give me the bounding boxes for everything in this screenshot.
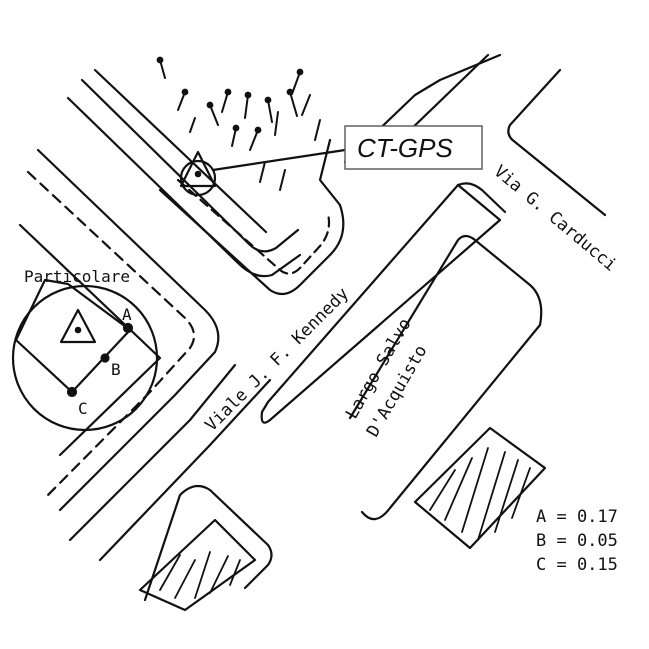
detail-title: Particolare [24, 267, 130, 286]
measurement-c: C = 0.15 [536, 555, 618, 575]
building-bottom-right [413, 426, 547, 550]
building-bottom-left [138, 484, 273, 612]
callout-leader-line [211, 148, 347, 172]
callout-label: CT-GPS [357, 133, 453, 163]
road-left [18, 148, 272, 562]
block-largo [348, 234, 543, 521]
point-label-a: A [122, 305, 132, 324]
measurement-a: A = 0.17 [536, 507, 618, 527]
survey-triangle-icon [179, 150, 217, 197]
island-kennedy [260, 182, 507, 424]
measurement-b: B = 0.05 [536, 531, 618, 551]
vegetation [156, 56, 321, 191]
detail-inset [11, 278, 159, 432]
point-label-c: C [78, 399, 88, 418]
street-label-carducci: Via G. Carducci [490, 162, 620, 276]
callout-box [344, 125, 483, 170]
point-label-b: B [111, 360, 121, 379]
sidewalk-ct-gps [158, 138, 345, 296]
block-upper-left [66, 68, 302, 278]
